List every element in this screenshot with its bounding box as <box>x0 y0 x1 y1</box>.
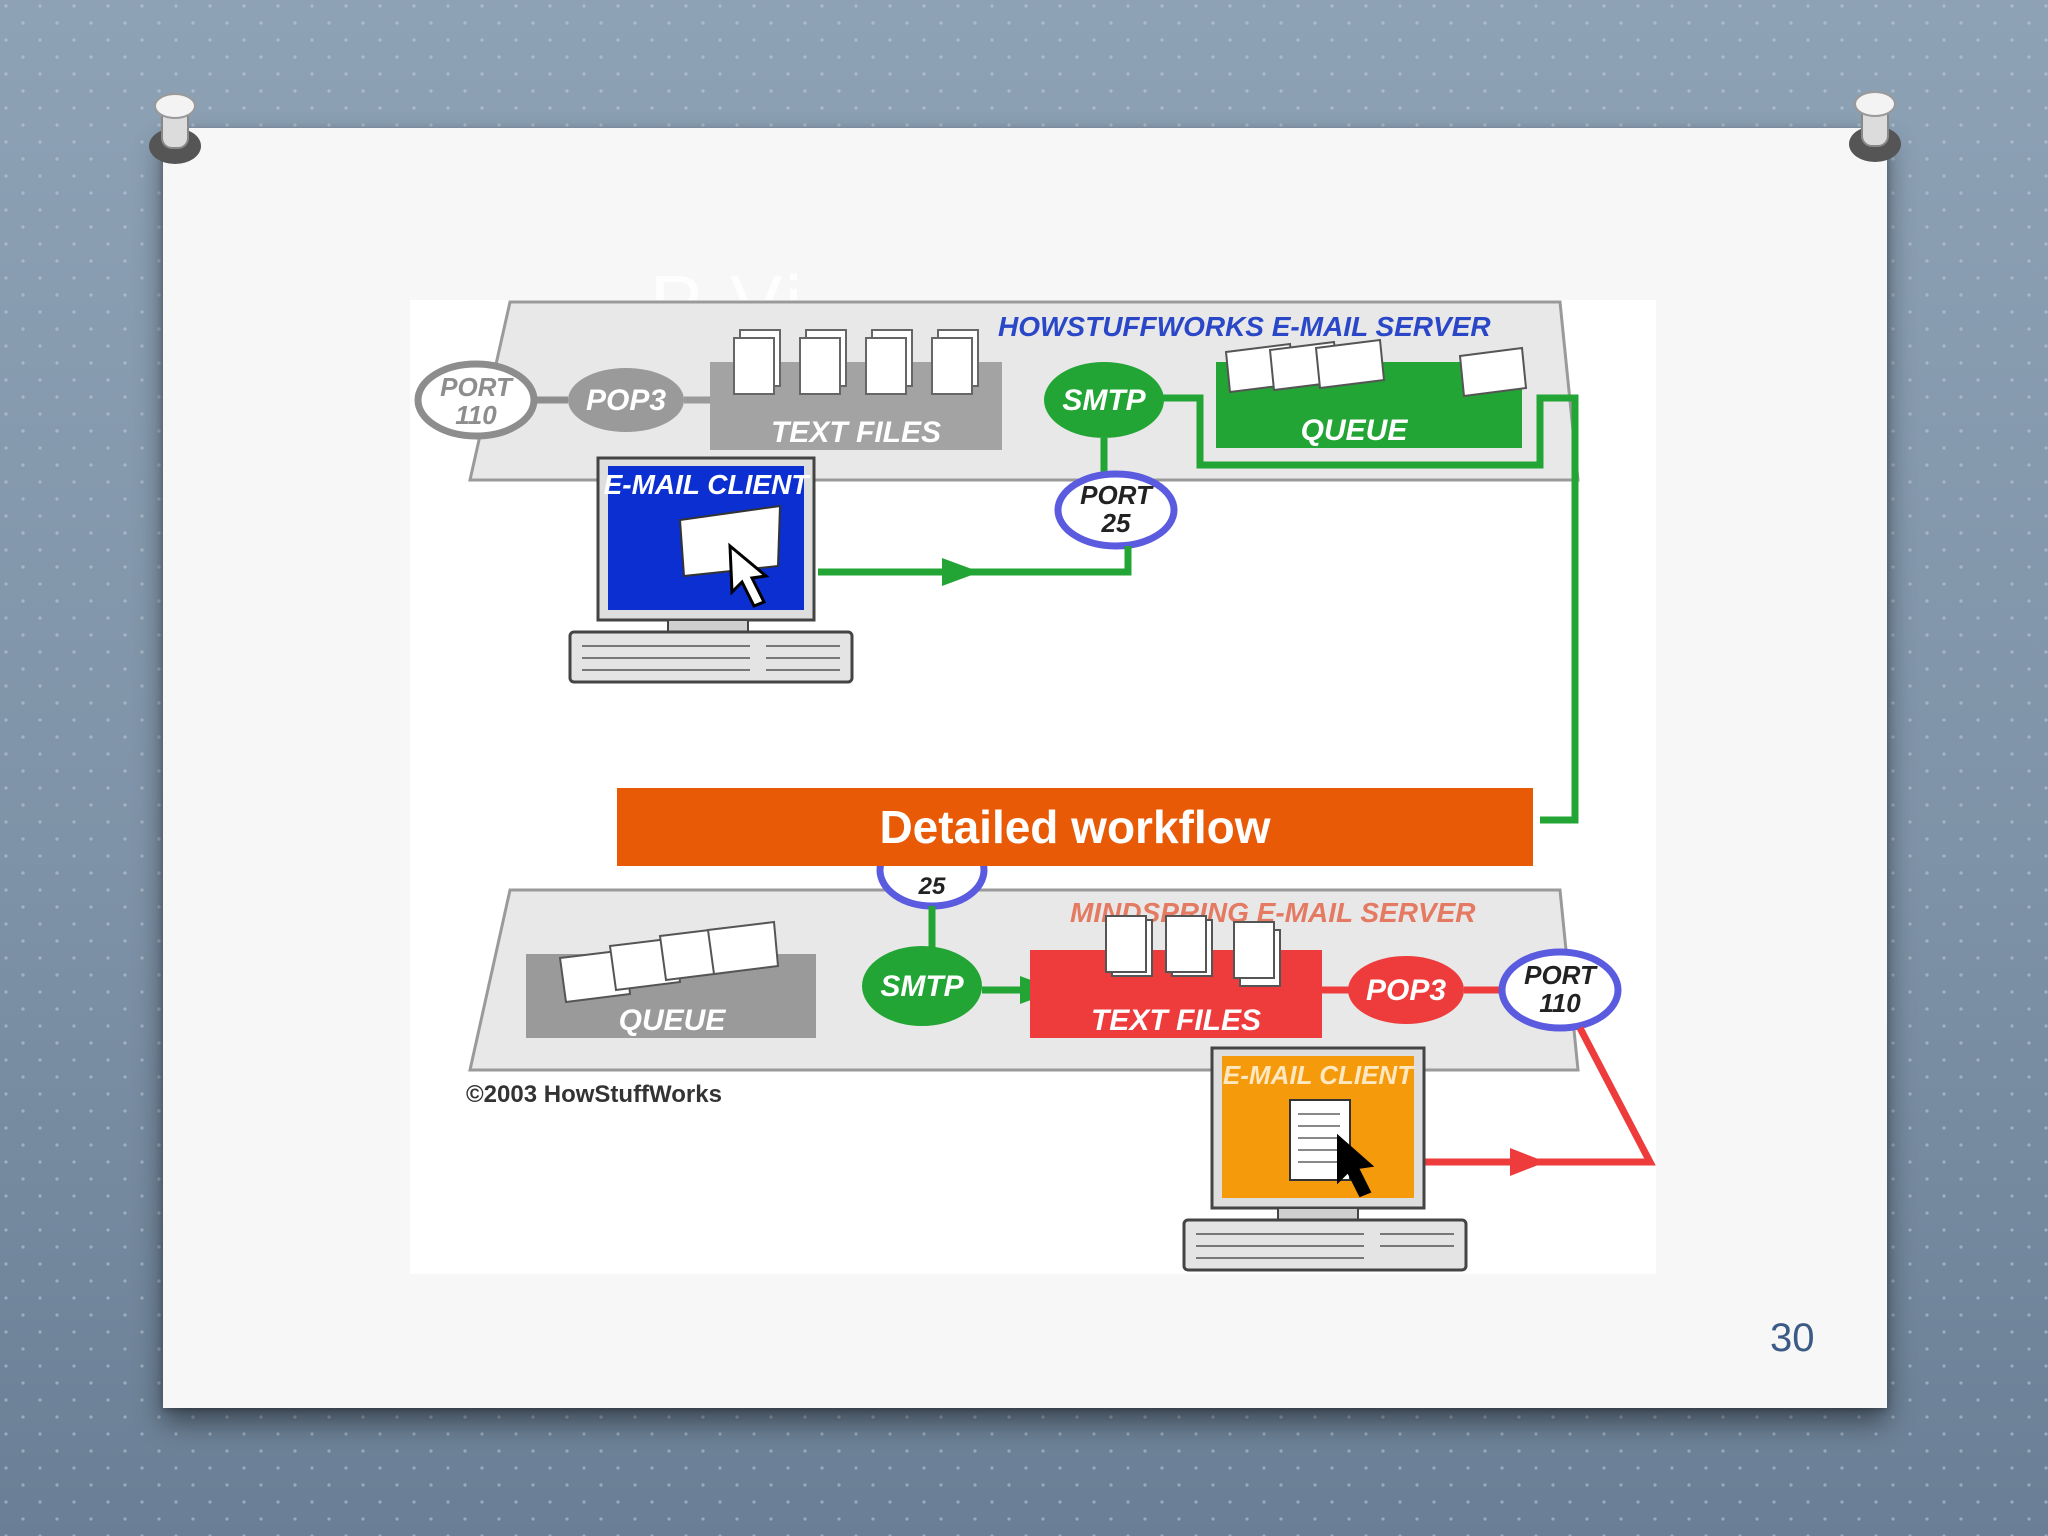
page-number: 30 <box>1770 1316 1815 1360</box>
email-workflow-diagram: HOWSTUFFWORKS E-MAIL SERVER PORT 110 POP… <box>410 300 1656 1274</box>
top-queue-connector <box>1110 394 1579 824</box>
bottom-pop3-badge <box>1348 956 1464 1024</box>
bottom-smtp-badge <box>862 946 982 1026</box>
bottom-port-110-badge <box>1498 948 1622 1032</box>
detailed-workflow-banner: Detailed workflow <box>617 788 1533 866</box>
top-text-files-label: TEXT FILES <box>771 416 941 449</box>
top-document-stack-icon <box>733 329 979 395</box>
bottom-queue-label: QUEUE <box>619 1004 727 1037</box>
bottom-envelope-icon <box>558 920 780 1004</box>
diagram-copyright: ©2003 HowStuffWorks <box>466 1081 722 1108</box>
arrow-icon <box>942 558 980 586</box>
bottom-port-110-number: 110 <box>1539 988 1581 1018</box>
push-pin-icon <box>1849 91 1901 162</box>
top-email-client-monitor <box>568 456 854 684</box>
bottom-email-client-monitor <box>1182 1046 1468 1272</box>
bottom-smtp-label: SMTP <box>880 970 964 1003</box>
cursor-icon <box>728 542 770 608</box>
top-queue-label: QUEUE <box>1301 414 1409 447</box>
top-port-25-label: PORT <box>1080 480 1154 510</box>
top-smtp-badge <box>1044 362 1164 438</box>
port-110-to-client-connector <box>1420 1026 1656 1166</box>
top-port-110-number: 110 <box>455 400 497 430</box>
top-port-25-number: 25 <box>1101 508 1131 538</box>
top-email-client-label: E-MAIL CLIENT <box>604 469 812 500</box>
bottom-email-client-label: E-MAIL CLIENT <box>1223 1060 1415 1090</box>
bottom-port-25-number: 25 <box>918 873 946 900</box>
cursor-icon <box>1337 1133 1375 1198</box>
top-smtp-label: SMTP <box>1062 384 1146 417</box>
top-envelope-icon <box>1224 338 1528 398</box>
bottom-text-files-label: TEXT FILES <box>1091 1004 1261 1037</box>
top-port-25-badge <box>1054 470 1178 550</box>
bottom-document-stack-icon <box>1105 915 1281 987</box>
top-pop3-label: POP3 <box>586 384 666 417</box>
arrow-icon <box>1510 1148 1546 1176</box>
bottom-pop3-label: POP3 <box>1366 974 1446 1007</box>
push-pin-icon <box>149 93 201 164</box>
top-port-110-label: PORT <box>440 372 514 402</box>
top-server-title: HOWSTUFFWORKS E-MAIL SERVER <box>998 311 1491 342</box>
top-pop3-badge <box>568 368 684 432</box>
client-to-port-25-connector <box>818 546 1132 576</box>
bottom-port-110-label: PORT <box>1524 960 1598 990</box>
